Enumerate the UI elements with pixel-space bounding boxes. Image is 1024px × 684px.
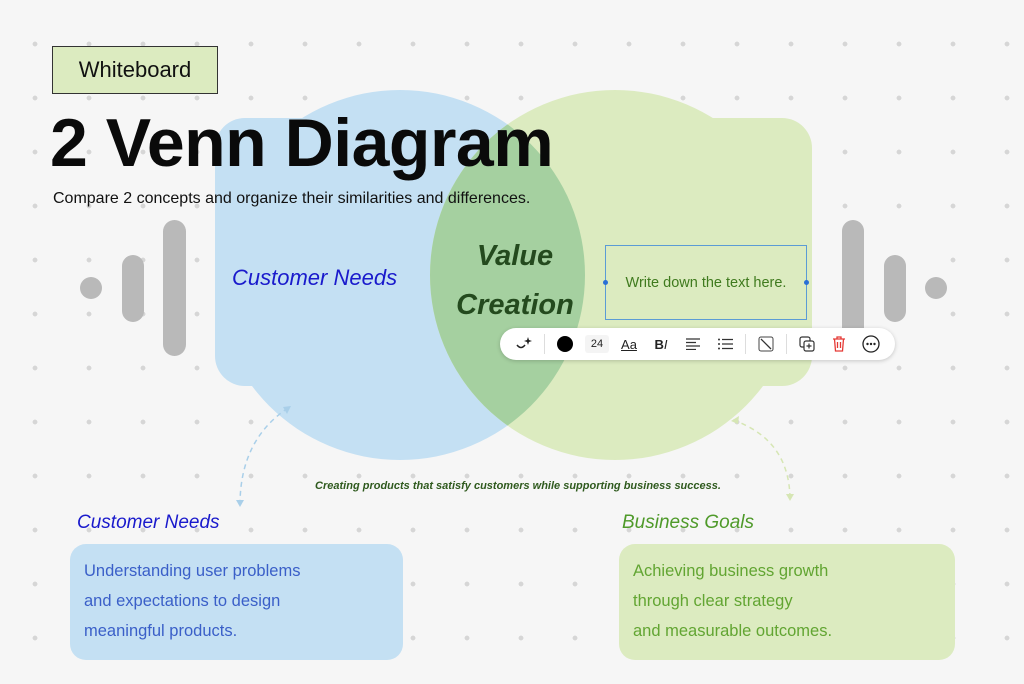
duplicate-button[interactable]	[791, 331, 823, 357]
list-button[interactable]	[709, 331, 741, 357]
font-size-value: 24	[584, 335, 610, 353]
subtitle[interactable]: Compare 2 concepts and organize their si…	[53, 190, 531, 207]
deco-dot	[80, 277, 102, 299]
selected-text-box[interactable]: Write down the text here.	[603, 245, 809, 320]
whiteboard-badge[interactable]: Whiteboard	[52, 46, 218, 94]
card-line: and expectations to design	[84, 592, 281, 610]
card-line: meaningful products.	[84, 622, 238, 640]
deco-bar	[884, 255, 906, 322]
text-style-button[interactable]: Aa	[613, 331, 645, 357]
card-business-goals[interactable]: Achieving business growth through clear …	[619, 544, 955, 660]
trash-icon	[832, 336, 845, 352]
color-picker-button[interactable]	[549, 331, 581, 357]
duplicate-icon	[799, 336, 815, 352]
text-box-content[interactable]: Write down the text here.	[625, 274, 787, 291]
card-customer-needs[interactable]: Understanding user problems and expectat…	[70, 544, 403, 660]
resize-handle-right[interactable]	[804, 279, 809, 285]
card-title-customer-needs[interactable]: Customer Needs	[77, 512, 220, 533]
more-icon	[862, 335, 880, 353]
center-label[interactable]: Value Creation	[440, 232, 590, 330]
deco-bar	[122, 255, 144, 322]
ai-sparkle-button[interactable]	[508, 331, 540, 357]
bold-italic-icon: BI	[654, 336, 668, 352]
card-line: through clear strategy	[633, 592, 793, 610]
no-fill-icon	[758, 336, 774, 352]
deco-dot	[925, 277, 947, 299]
left-circle-label[interactable]: Customer Needs	[232, 265, 398, 290]
text-format-toolbar: 24 Aa BI	[500, 328, 895, 360]
bullet-list-icon	[717, 338, 733, 350]
align-left-icon	[686, 338, 701, 350]
card-line: and measurable outcomes.	[633, 622, 833, 640]
sparkle-icon	[516, 337, 532, 349]
align-button[interactable]	[677, 331, 709, 357]
delete-button[interactable]	[823, 331, 855, 357]
page-title[interactable]: 2 Venn Diagram	[50, 105, 554, 181]
deco-bar	[842, 220, 864, 356]
font-size-input[interactable]: 24	[581, 331, 613, 357]
card-line: Understanding user problems	[84, 562, 301, 580]
border-style-button[interactable]	[750, 331, 782, 357]
card-title-business-goals[interactable]: Business Goals	[622, 512, 755, 533]
left-arrow	[239, 407, 289, 506]
deco-bar	[163, 220, 186, 356]
resize-handle-left[interactable]	[603, 279, 608, 285]
bold-italic-button[interactable]: BI	[645, 331, 677, 357]
more-button[interactable]	[855, 331, 887, 357]
color-swatch-icon	[556, 336, 573, 352]
overlap-lens	[430, 90, 585, 460]
center-label-line1: Value	[476, 240, 554, 272]
text-style-icon: Aa	[621, 336, 637, 352]
right-arrow	[732, 419, 791, 501]
center-label-line2: Creation	[456, 289, 574, 321]
card-line: Achieving business growth	[633, 562, 829, 580]
venn-caption[interactable]: Creating products that satisfy customers…	[315, 480, 721, 492]
